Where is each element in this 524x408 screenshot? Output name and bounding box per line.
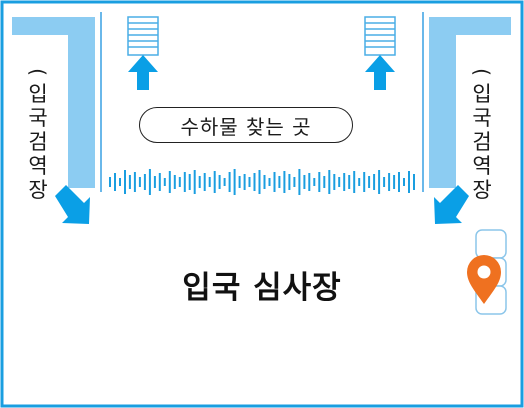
left-corridor-wall (12, 12, 102, 192)
right-escalator-icon (364, 16, 396, 56)
baggage-carousel (109, 169, 415, 195)
right-area-label: ( 입 국 검 역 장 (470, 68, 494, 202)
right-up-arrow-icon (365, 55, 395, 90)
baggage-claim-label: 수하물 찾는 곳 (139, 107, 353, 143)
location-pin-icon (467, 255, 501, 304)
right-down-left-arrow-icon (434, 185, 469, 224)
left-up-arrow-icon (128, 55, 158, 90)
left-down-right-arrow-icon (55, 185, 90, 224)
left-area-label: ( 입 국 검 역 장 (26, 68, 50, 202)
left-escalator-icon (127, 16, 159, 56)
right-corridor-wall (422, 12, 511, 192)
immigration-hall-label: 입국 심사장 (182, 270, 342, 306)
